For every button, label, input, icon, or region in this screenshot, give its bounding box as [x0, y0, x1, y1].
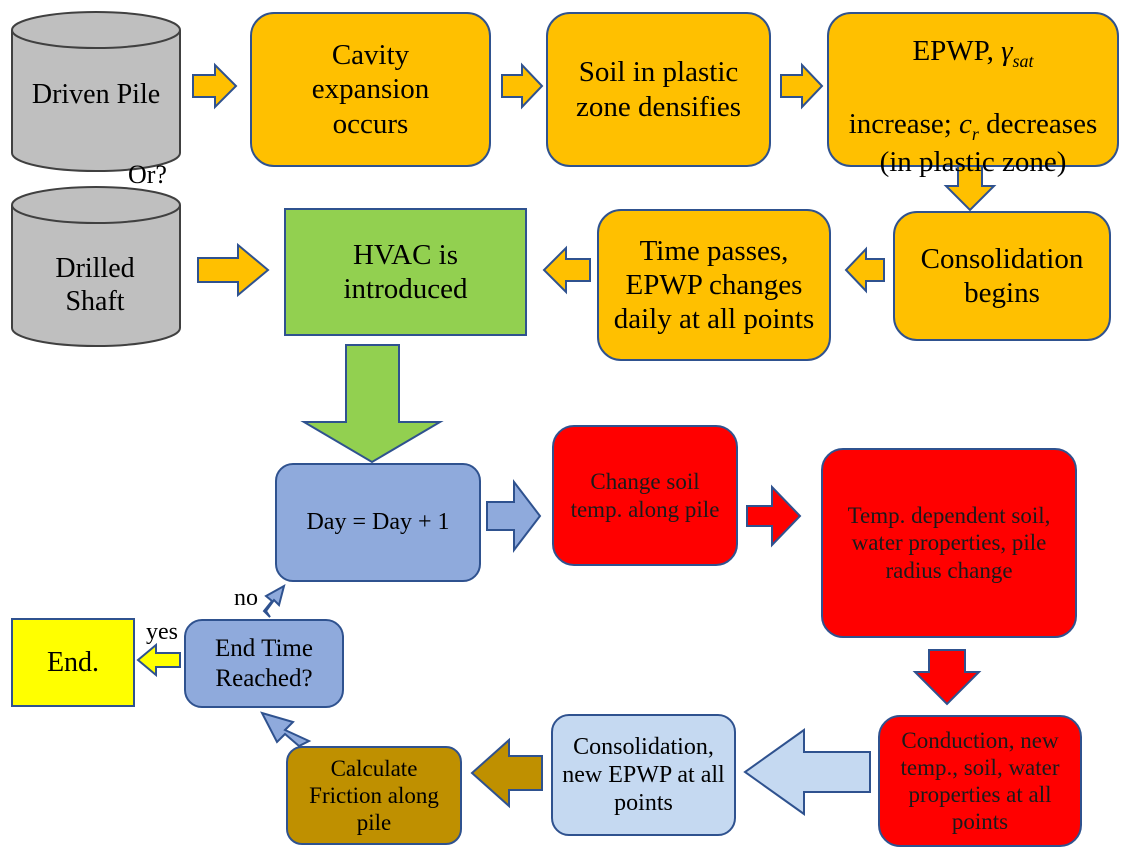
- epwp-line-1: EPWP, γsat: [912, 0, 1033, 72]
- arrow-time-to-hvac: [542, 245, 591, 295]
- arrow-epwp-to-consolidation: [943, 165, 997, 212]
- arrow-endtime-to-end: [136, 642, 181, 678]
- arrow-dependent-to-conduction: [912, 649, 982, 706]
- decreases-text: decreases: [978, 107, 1098, 140]
- gamma-symbol: γ: [1001, 35, 1013, 68]
- arrow-soil-to-epwp: [780, 62, 824, 110]
- conduction-text: Conduction, new temp., soil, water prope…: [900, 727, 1060, 835]
- end-text: End.: [46, 646, 100, 678]
- time-passes-text: Time passes, EPWP changes daily at all p…: [613, 234, 815, 336]
- end-time-reached-box: End Time Reached?: [184, 619, 344, 708]
- end-box: End.: [11, 618, 135, 707]
- arrow-hvac-to-day: [300, 344, 444, 464]
- arrow-change-temp-to-dependent: [746, 484, 802, 548]
- conduction-box: Conduction, new temp., soil, water prope…: [878, 715, 1082, 847]
- temp-dependent-box: Temp. dependent soil, water properties, …: [821, 448, 1077, 638]
- arrow-pile-to-cavity: [192, 62, 238, 110]
- soil-densifies-text: Soil in plastic zone densifies: [575, 56, 742, 123]
- arrow-consolidation-to-time: [844, 246, 885, 294]
- calculate-friction-box: Calculate Friction along pile: [286, 746, 462, 845]
- soil-densifies-box: Soil in plastic zone densifies: [546, 12, 771, 167]
- consolidation-begins-text: Consolidation begins: [920, 242, 1084, 309]
- driven-pile-label: Driven Pile: [31, 79, 161, 110]
- end-time-reached-text: End Time Reached?: [215, 635, 313, 692]
- consolidation-new-epwp-box: Consolidation, new EPWP at all points: [551, 714, 736, 836]
- day-increment-box: Day = Day + 1: [275, 463, 481, 582]
- or-label: Or?: [128, 160, 167, 189]
- gamma-subscript: sat: [1012, 51, 1034, 72]
- temp-dependent-text: Temp. dependent soil, water properties, …: [847, 503, 1051, 583]
- cavity-expansion-text: Cavity expansion occurs: [311, 39, 430, 140]
- change-soil-temp-text: Change soil temp. along pile: [570, 469, 720, 522]
- consolidation-new-epwp-text: Consolidation, new EPWP at all points: [562, 733, 725, 817]
- change-soil-temp-box: Change soil temp. along pile: [552, 425, 738, 566]
- edge-label-yes: yes: [146, 619, 178, 645]
- edge-label-no: no: [234, 585, 258, 611]
- epwp-prefix: EPWP,: [912, 35, 1002, 68]
- cr-subscript: r: [971, 123, 979, 144]
- arrow-friction-to-endtime: [260, 711, 312, 748]
- time-passes-box: Time passes, EPWP changes daily at all p…: [597, 209, 831, 361]
- epwp-line-2: increase; cr decreases: [849, 72, 1098, 144]
- arrow-conduction-to-consolidation: [743, 728, 871, 816]
- day-increment-text: Day = Day + 1: [306, 509, 450, 536]
- cavity-expansion-box: Cavity expansion occurs: [250, 12, 491, 167]
- arrow-shaft-to-hvac: [197, 242, 270, 298]
- consolidation-begins-box: Consolidation begins: [893, 211, 1111, 341]
- epwp-line-3: (in plastic zone): [879, 145, 1067, 178]
- hvac-introduced-box: HVAC is introduced: [284, 208, 527, 336]
- arrow-endtime-to-day: [262, 583, 286, 618]
- cr-symbol: c: [959, 107, 972, 140]
- drilled-shaft-label: Drilled Shaft: [55, 253, 135, 318]
- arrow-cavity-to-soil: [501, 62, 544, 110]
- arrow-consolidation-to-friction: [470, 737, 543, 809]
- drilled-shaft-cylinder: [11, 186, 181, 347]
- arrow-day-to-change-temp: [486, 479, 542, 553]
- epwp-increase-box: EPWP, γsat increase; cr decreases (in pl…: [827, 12, 1119, 178]
- calculate-friction-text: Calculate Friction along pile: [309, 755, 439, 836]
- increase-text: increase;: [848, 107, 960, 140]
- driven-pile-cylinder: [11, 11, 181, 172]
- hvac-introduced-text: HVAC is introduced: [343, 238, 468, 305]
